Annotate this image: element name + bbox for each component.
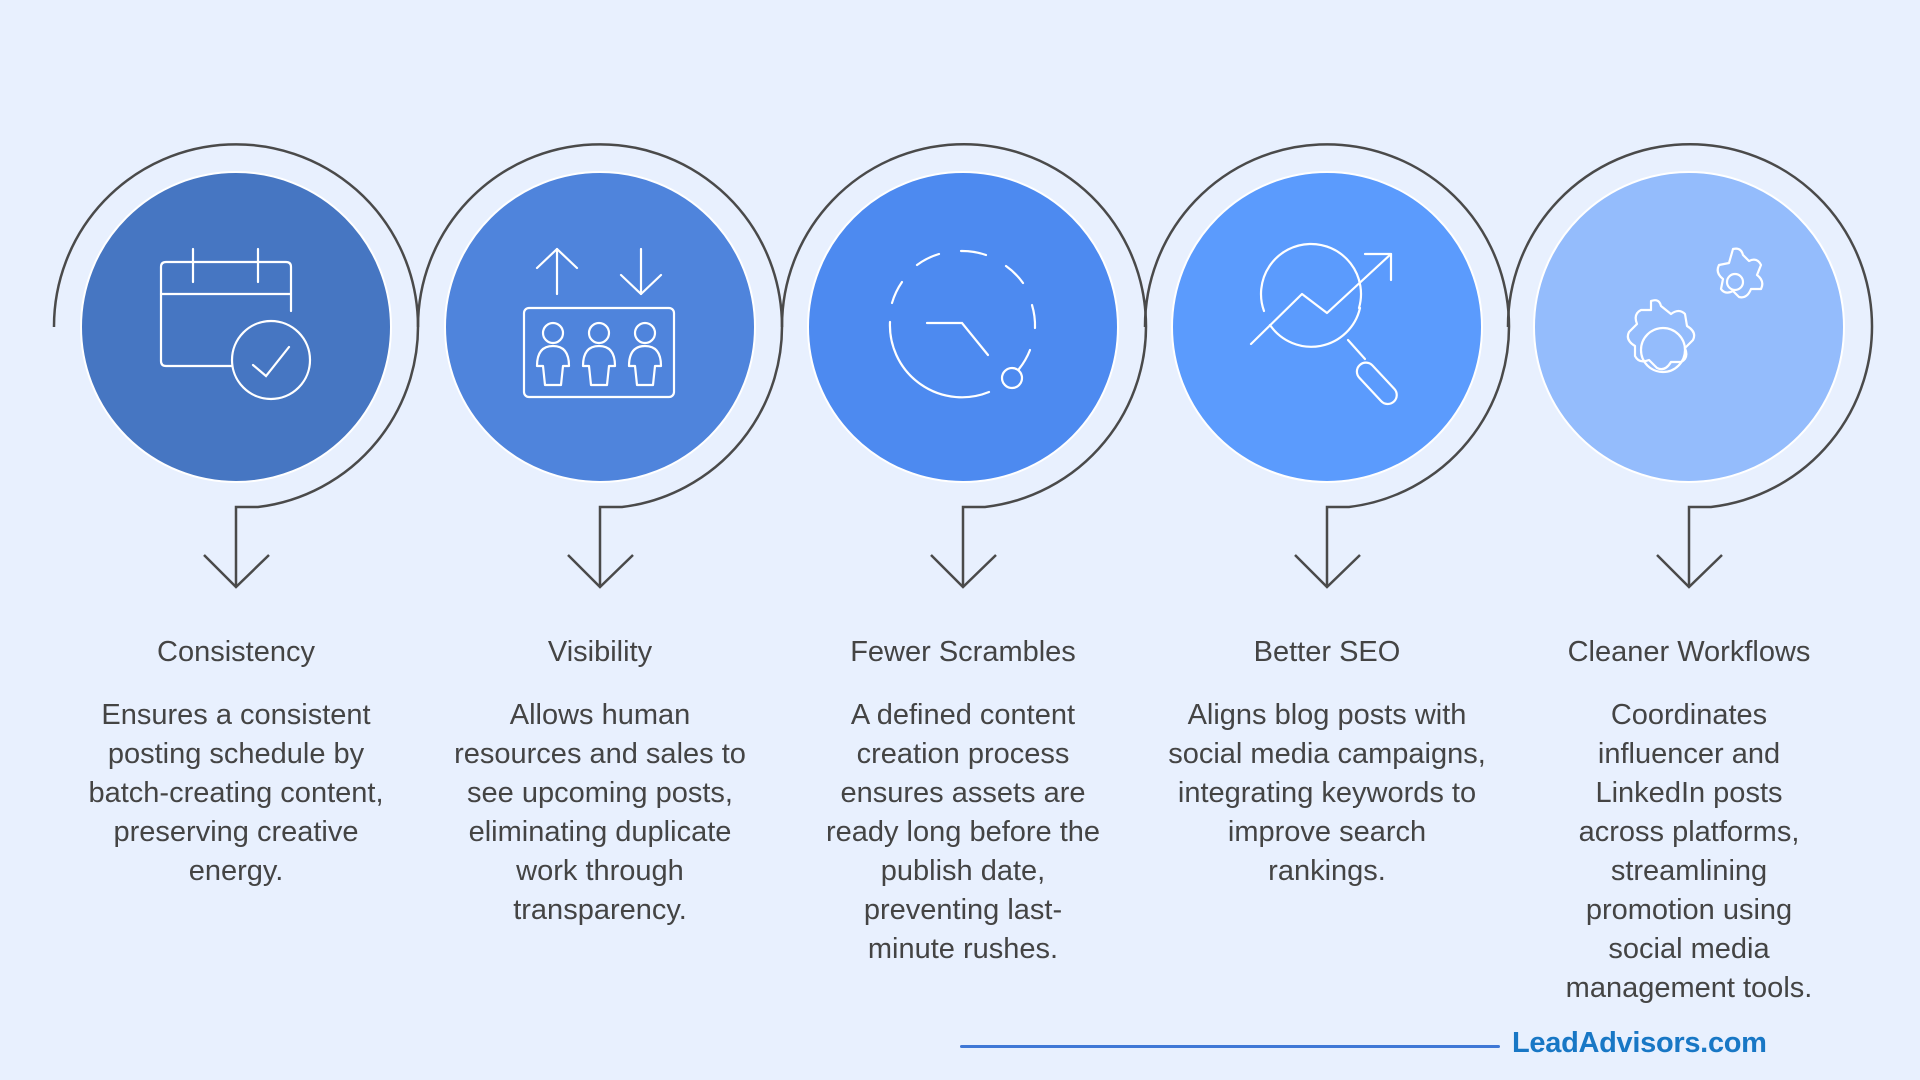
step-1-text: Consistency Ensures a consistent posting… (71, 632, 401, 891)
search-trend-icon (1249, 242, 1398, 406)
step-1-arrowhead (203, 554, 270, 589)
step-3-title: Fewer Scrambles (850, 636, 1076, 668)
step-2-connector-arc (416, 143, 784, 587)
step-4-graphic (1143, 143, 1511, 589)
small-gear-icon (1716, 247, 1764, 299)
step-2-title: Visibility (547, 636, 653, 668)
step-4-connector-arc (1143, 143, 1511, 587)
step-4-description: Aligns blog posts with social media camp… (1168, 699, 1486, 887)
step-4-circle (1171, 171, 1483, 483)
step-5-connector-arc (1506, 143, 1874, 587)
step-2-arrowhead (567, 554, 634, 589)
step-1-description: Ensures a consistent posting schedule by… (88, 699, 384, 887)
calendar-check-icon (159, 247, 312, 401)
step-2-description: Allows human resources and sales to see … (454, 699, 746, 926)
step-4-text: Better SEO Aligns blog posts with social… (1162, 632, 1492, 891)
step-4-title: Better SEO (1253, 636, 1401, 668)
step-3-arrowhead (930, 554, 997, 589)
team-up-down-icon (522, 247, 676, 399)
step-5-arrowhead (1656, 554, 1723, 589)
step-2-graphic (416, 143, 784, 589)
step-5-title: Cleaner Workflows (1567, 636, 1811, 668)
step-5-graphic (1506, 143, 1874, 589)
step-1-circle (80, 171, 392, 483)
footer-divider-line (960, 1045, 1500, 1048)
step-3-connector-arc (780, 143, 1148, 587)
step-4-arrowhead (1294, 554, 1361, 589)
step-3-circle (807, 171, 1119, 483)
step-1-connector-arc (52, 143, 420, 587)
step-5-description: Coordinates influencer and LinkedIn post… (1565, 699, 1813, 1004)
step-2-text: Visibility Allows human resources and sa… (435, 632, 765, 930)
step-3-description: A defined content creation process ensur… (825, 699, 1101, 965)
gears-icon (1626, 247, 1764, 374)
large-gear-icon (1626, 299, 1696, 371)
step-3-text: Fewer Scrambles A defined content creati… (798, 632, 1128, 969)
step-1-graphic (52, 143, 420, 589)
step-5-text: Cleaner Workflows Coordinates influencer… (1524, 632, 1854, 1008)
step-3-graphic (780, 143, 1148, 589)
dashed-clock-icon (888, 249, 1037, 399)
brand-logo-text: LeadAdvisors.com (1512, 1027, 1767, 1059)
step-1-title: Consistency (157, 636, 315, 668)
step-2-circle (444, 171, 756, 483)
